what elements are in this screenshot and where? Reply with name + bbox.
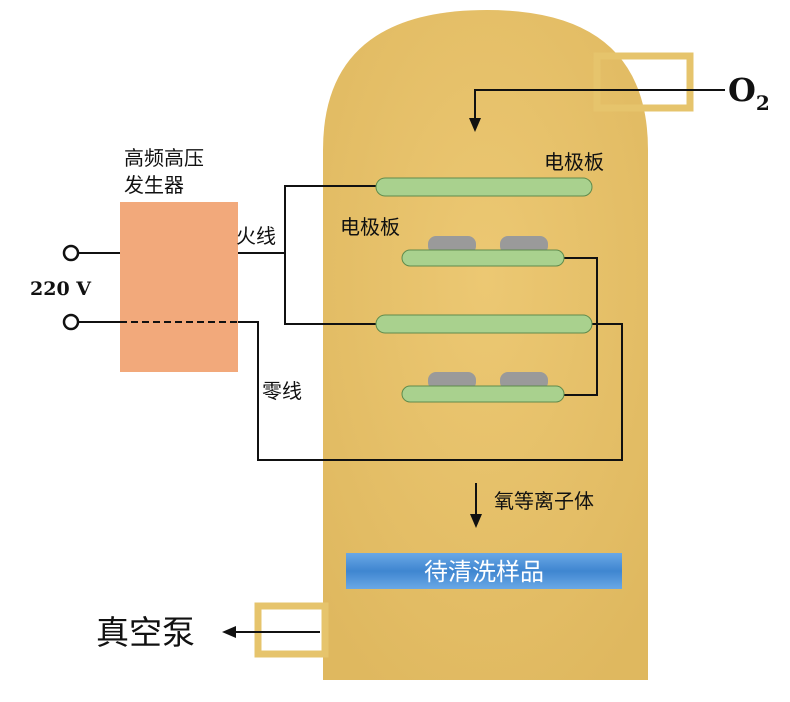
vacuum-pump-label: 真空泵 bbox=[96, 613, 195, 652]
live-wire bbox=[238, 185, 380, 254]
gas-inlet-arrow bbox=[469, 118, 481, 132]
electrode-label-top: 电极板 bbox=[544, 150, 604, 174]
neutral-wire-branch bbox=[562, 257, 598, 396]
generator-box bbox=[120, 202, 238, 372]
sample-bar bbox=[346, 553, 622, 589]
vacuum-arrow bbox=[222, 626, 236, 638]
power-terminal-bottom bbox=[62, 313, 80, 331]
power-terminal-top bbox=[62, 244, 80, 262]
gas-inlet-line bbox=[474, 89, 725, 122]
electrode-plate-2 bbox=[401, 249, 565, 267]
generator-label-line1: 高频高压 bbox=[124, 146, 204, 170]
neutral-wire-label: 零线 bbox=[262, 379, 302, 403]
neutral-wire bbox=[238, 321, 623, 461]
electrode-plate-3 bbox=[375, 314, 593, 334]
gas-inlet-port bbox=[593, 52, 694, 112]
electrode-label-left: 电极板 bbox=[340, 215, 400, 239]
electrode-plate-4 bbox=[401, 385, 565, 403]
live-wire-branch bbox=[284, 253, 380, 325]
electrode-plate-1 bbox=[375, 177, 593, 197]
plasma-arrow-head bbox=[470, 514, 482, 528]
oxygen-label: O2 bbox=[728, 71, 770, 115]
live-wire-label: 火线 bbox=[236, 224, 276, 248]
generator-label-line2: 发生器 bbox=[124, 173, 184, 197]
vacuum-port bbox=[254, 602, 329, 658]
sample-label: 待清洗样品 bbox=[424, 558, 544, 586]
plasma-label: 氧等离子体 bbox=[494, 489, 594, 513]
voltage-label: 220 V bbox=[30, 278, 92, 300]
